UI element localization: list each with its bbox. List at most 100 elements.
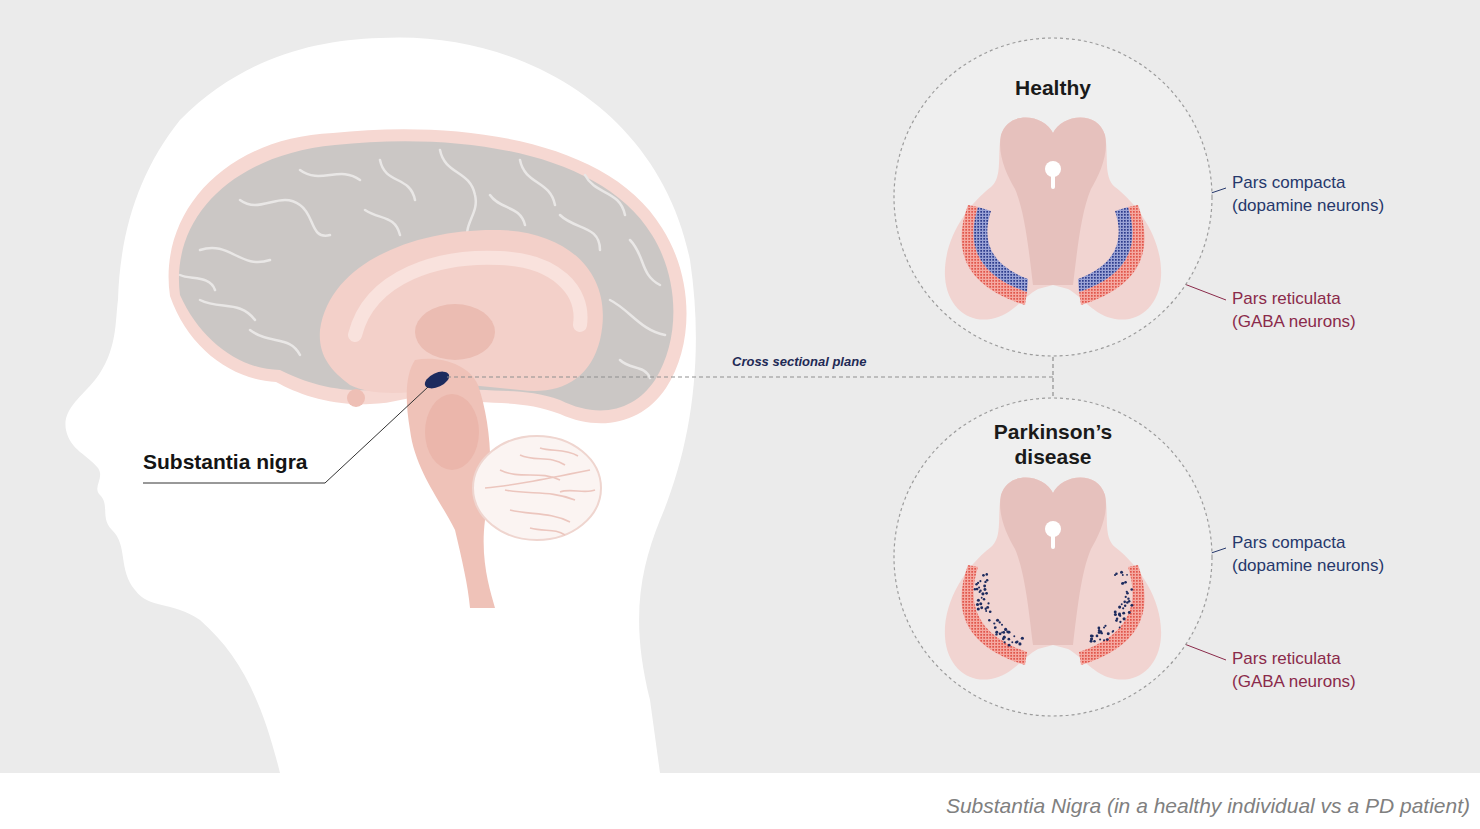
surviving-neuron-dot [1103, 626, 1105, 628]
surviving-neuron-dot [1004, 641, 1006, 643]
section-title: Parkinson’s disease [983, 397, 1123, 469]
part-label: Pars compacta (dopamine neurons) [1232, 171, 1391, 217]
surviving-neuron-dot [1100, 632, 1102, 634]
surviving-neuron-dot [1090, 638, 1093, 641]
surviving-neuron-dot [976, 588, 979, 591]
surviving-neuron-dot [985, 573, 988, 576]
section-circle-node: Healthy [893, 37, 1213, 357]
surviving-neuron-dot [993, 622, 995, 624]
surviving-neuron-dot [1115, 620, 1117, 622]
surviving-neuron-dot [1128, 611, 1131, 614]
surviving-neuron-dot [1126, 601, 1129, 604]
surviving-neuron-dot [987, 602, 989, 604]
surviving-neuron-dot [1004, 628, 1007, 631]
surviving-neuron-dot [989, 610, 992, 613]
surviving-neuron-dot [1124, 605, 1126, 607]
surviving-neuron-dot [1123, 617, 1126, 620]
surviving-neuron-dot [1093, 640, 1096, 643]
surviving-neuron-dot [995, 631, 998, 634]
surviving-neuron-dot [981, 592, 984, 595]
surviving-neuron-dot [1124, 581, 1127, 584]
tegmentum [1000, 117, 1106, 285]
aqueduct [1051, 533, 1055, 549]
surviving-neuron-dot [1001, 631, 1003, 633]
surviving-neuron-dot [1090, 638, 1092, 640]
surviving-neuron-dot [994, 627, 996, 629]
surviving-neuron-dot [976, 603, 979, 606]
surviving-neuron-dot [1099, 638, 1101, 640]
surviving-neuron-dot [1098, 629, 1100, 631]
surviving-neuron-dot [1125, 596, 1127, 598]
head-silhouette [65, 37, 695, 773]
section-circle [894, 398, 1212, 716]
pars-reticulata-region [961, 565, 1027, 665]
surviving-neuron-dot [1112, 631, 1114, 633]
plane-line [447, 376, 1053, 377]
surviving-neuron-dot [1126, 574, 1128, 576]
midbrain-section [945, 477, 1161, 679]
section-connector [1052, 357, 1053, 397]
surviving-neuron-dot [1112, 630, 1114, 632]
surviving-neuron-dot [1015, 641, 1018, 644]
tegmentum [1000, 477, 1106, 645]
surviving-neuron-dot [977, 607, 980, 610]
surviving-neuron-dot [1116, 620, 1118, 622]
background-panel [0, 0, 1480, 773]
surviving-neuron-dot [986, 579, 988, 581]
surviving-neuron-dot [1126, 591, 1128, 593]
cerebellum [473, 436, 601, 540]
surviving-neuron-dot [1106, 638, 1109, 641]
pars-reticulata-region [1079, 565, 1145, 665]
thalamus [415, 304, 495, 360]
substantia-nigra [1079, 565, 1145, 665]
cerebellum-folia [485, 448, 595, 535]
section-circle-node: Parkinson’s disease [893, 397, 1213, 717]
surviving-neuron-dot [1130, 604, 1133, 607]
surviving-neuron-dot [1096, 635, 1099, 638]
structure-leader [143, 387, 428, 483]
surviving-neuron-dot [983, 588, 986, 591]
surviving-neuron-dot [1006, 630, 1009, 633]
surviving-neuron-dot [1002, 638, 1005, 641]
surviving-neuron-dot [1123, 601, 1126, 604]
surviving-neuron-dot [1091, 635, 1094, 638]
surviving-neuron-dot [994, 626, 997, 629]
surviving-neuron-dot [1122, 574, 1124, 576]
surviving-neuron-dot [1119, 626, 1121, 628]
surviving-neuron-dot [996, 619, 999, 622]
surviving-neuron-dot [995, 633, 997, 635]
surviving-neuron-dot [1008, 638, 1011, 641]
pars-reticulata-region [961, 205, 1027, 305]
surviving-neuron-dot [1122, 607, 1124, 609]
pons [425, 394, 479, 470]
surviving-neuron-dot [985, 610, 987, 612]
surviving-neuron-dot [1021, 637, 1024, 640]
part-label: Pars compacta (dopamine neurons) [1232, 531, 1391, 577]
surviving-neuron-dot [1104, 625, 1106, 627]
surviving-neuron-dot [980, 606, 983, 609]
pituitary [347, 389, 365, 407]
surviving-neuron-dot [1121, 603, 1123, 605]
surviving-neuron-dot [1120, 571, 1123, 574]
surviving-neuron-dot [999, 621, 1001, 623]
midbrain-section [945, 117, 1161, 319]
surviving-neuron-dot [1107, 632, 1110, 635]
substantia-nigra [961, 565, 1027, 665]
surviving-neuron-dot [985, 592, 988, 595]
surviving-neuron-dot [1016, 640, 1019, 643]
surviving-neuron-dot [1121, 582, 1124, 585]
surviving-neuron-dot [983, 598, 985, 600]
surviving-neuron-dot [1125, 581, 1127, 583]
part-label: Pars reticulata (GABA neurons) [1232, 647, 1391, 693]
section-circle [894, 38, 1212, 356]
surviving-neuron-dot [985, 608, 987, 610]
surviving-neuron-dot [1090, 635, 1093, 638]
pars-reticulata-region [1079, 205, 1145, 305]
surviving-neuron-dot [1103, 639, 1105, 641]
pars-compacta-region [974, 207, 1028, 292]
surviving-neuron-dot [1001, 624, 1003, 626]
surviving-neuron-dot [979, 580, 981, 582]
